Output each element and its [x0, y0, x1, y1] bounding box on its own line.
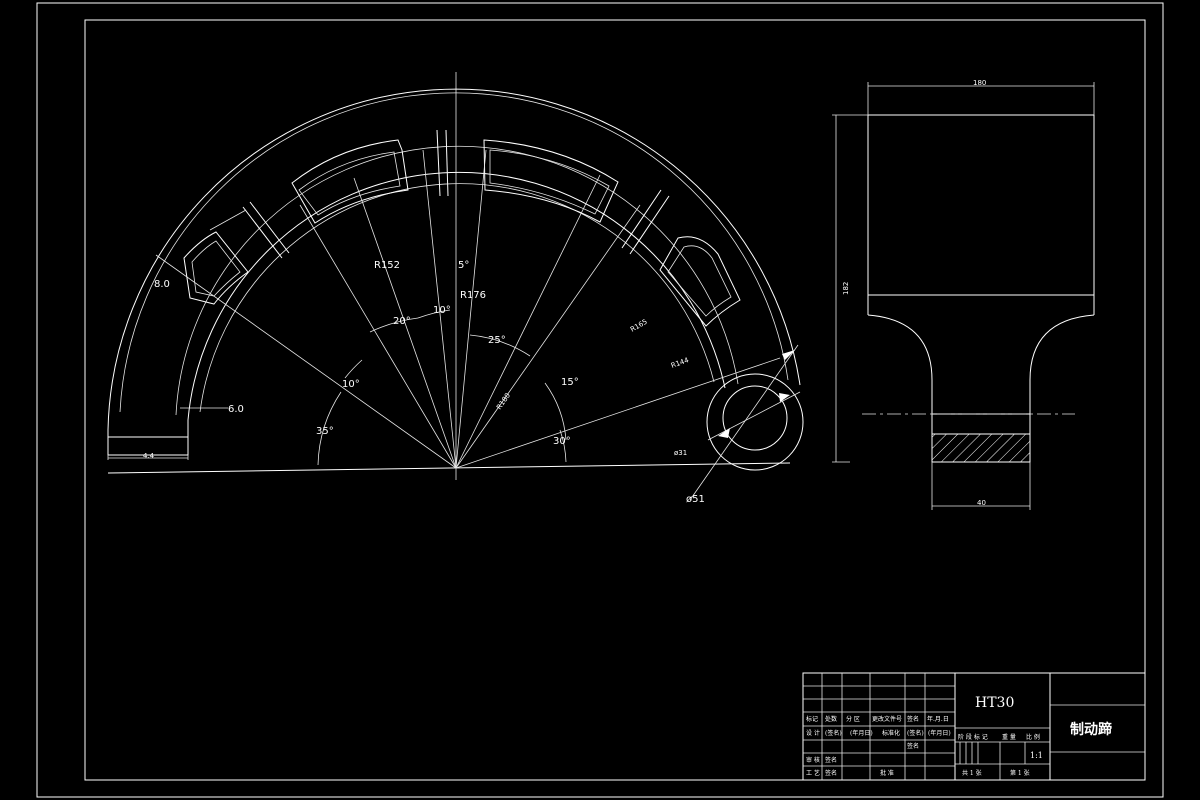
- ribs: [209, 129, 670, 259]
- tb-stage-label: 阶 段 标 记: [958, 733, 988, 741]
- pin-boss-outer: [706, 373, 804, 471]
- dim-d51: ø51: [686, 494, 705, 505]
- angle-25: 25°: [488, 335, 506, 346]
- tb-header-docno: 更改文件号: [872, 715, 902, 723]
- dim-width-180: 180: [973, 79, 986, 87]
- tb-design-label: 设 计: [806, 729, 820, 737]
- title-block-frame: [802, 672, 1146, 781]
- tb-header-mark: 标记: [806, 715, 818, 723]
- tb-process-label: 工 艺: [806, 769, 820, 777]
- side-view-right-fillet: [1029, 314, 1095, 462]
- dim-r144: R144: [670, 356, 690, 370]
- pocket-left: [183, 231, 249, 305]
- sheet-outer-border: [36, 2, 1164, 798]
- baseline: [107, 462, 791, 474]
- front-view: R152 R176 R180 R165 R144 8.0 6.0 4.4 5° …: [107, 72, 804, 505]
- sheet-number: 第 1 张: [1010, 769, 1030, 777]
- radial-lines: [155, 149, 781, 469]
- sheet-inner-border: [84, 19, 1146, 781]
- sheet-total: 共 1 张: [962, 769, 982, 777]
- dim-height-182: 182: [842, 282, 850, 295]
- pocket-right: [659, 236, 741, 327]
- material: HT30: [975, 695, 1014, 711]
- dim-thickness-44: 4.4: [143, 452, 155, 460]
- outer-arc: [107, 88, 801, 431]
- arrow-2: [779, 393, 790, 402]
- tb-check-sign: 签名: [825, 756, 837, 764]
- inner-arc: [187, 171, 726, 421]
- angle-20: 20°: [393, 316, 411, 327]
- dim-r176: R176: [460, 290, 486, 301]
- tb-design-date: (年月日): [850, 729, 873, 737]
- tb-check-label: 审 核: [806, 756, 820, 764]
- angle-10-left: 10°: [342, 379, 360, 390]
- title-block: 标记 处数 分 区 更改文件号 签名 年.月.日 设 计 (签名) (年月日) …: [802, 672, 1146, 781]
- angle-5: 5°: [458, 260, 469, 271]
- dim-width-40: 40: [977, 499, 986, 507]
- angle-arcs: [317, 309, 567, 466]
- revision-grid: [803, 673, 955, 780]
- inner-arc-offset: [175, 145, 739, 416]
- pockets: [183, 139, 741, 327]
- dim-thickness-6: 6.0: [228, 404, 244, 415]
- dim-r165: R165: [629, 318, 649, 334]
- tb-process-sign: 签名: [825, 769, 837, 777]
- inner-arc-secondary: [199, 183, 715, 413]
- angle-10-top: 10°: [433, 305, 451, 316]
- part-name: 制动蹄: [1070, 721, 1112, 738]
- tb-standard-label: 标准化: [882, 729, 900, 737]
- arrow-1: [718, 428, 730, 438]
- dim-d31: ø31: [674, 449, 687, 457]
- dim-r180: R180: [495, 392, 512, 412]
- arrow-3: [782, 350, 795, 360]
- side-view: 180 182 40: [832, 79, 1095, 510]
- angle-35: 35°: [316, 426, 334, 437]
- side-view-left-fillet: [867, 314, 933, 462]
- angle-30: 30°: [553, 436, 571, 447]
- outer-arc-inner: [119, 92, 789, 413]
- tb-standard-sign: (签名): [907, 729, 924, 737]
- pin-dim-line-1: [707, 391, 801, 441]
- tb-header-date: 年.月.日: [927, 715, 949, 723]
- tb-header-sign: 签名: [907, 715, 919, 723]
- tb-approve-label: 批 准: [880, 769, 894, 777]
- tb-header-count: 处数: [825, 715, 837, 723]
- angle-15: 15°: [561, 377, 579, 388]
- tb-weight-label: 重 量: [1002, 733, 1016, 741]
- dim-r152: R152: [374, 260, 400, 271]
- side-view-body: [867, 114, 1095, 296]
- pocket-2: [483, 139, 619, 223]
- tb-scale-label: 比 例: [1026, 733, 1040, 741]
- tb-standard-date: (年月日): [928, 729, 951, 737]
- dim-thickness-8: 8.0: [154, 279, 170, 290]
- tb-header-zone: 分 区: [846, 715, 860, 723]
- pocket-1: [291, 139, 409, 224]
- scale: 1:1: [1030, 751, 1043, 760]
- section-hatch: [931, 433, 1031, 463]
- tb-design-sign: (签名): [825, 729, 842, 737]
- pin-dim-line-2: [689, 344, 799, 501]
- tb-sign-1: 签名: [907, 742, 919, 750]
- pin-hole: [722, 385, 788, 451]
